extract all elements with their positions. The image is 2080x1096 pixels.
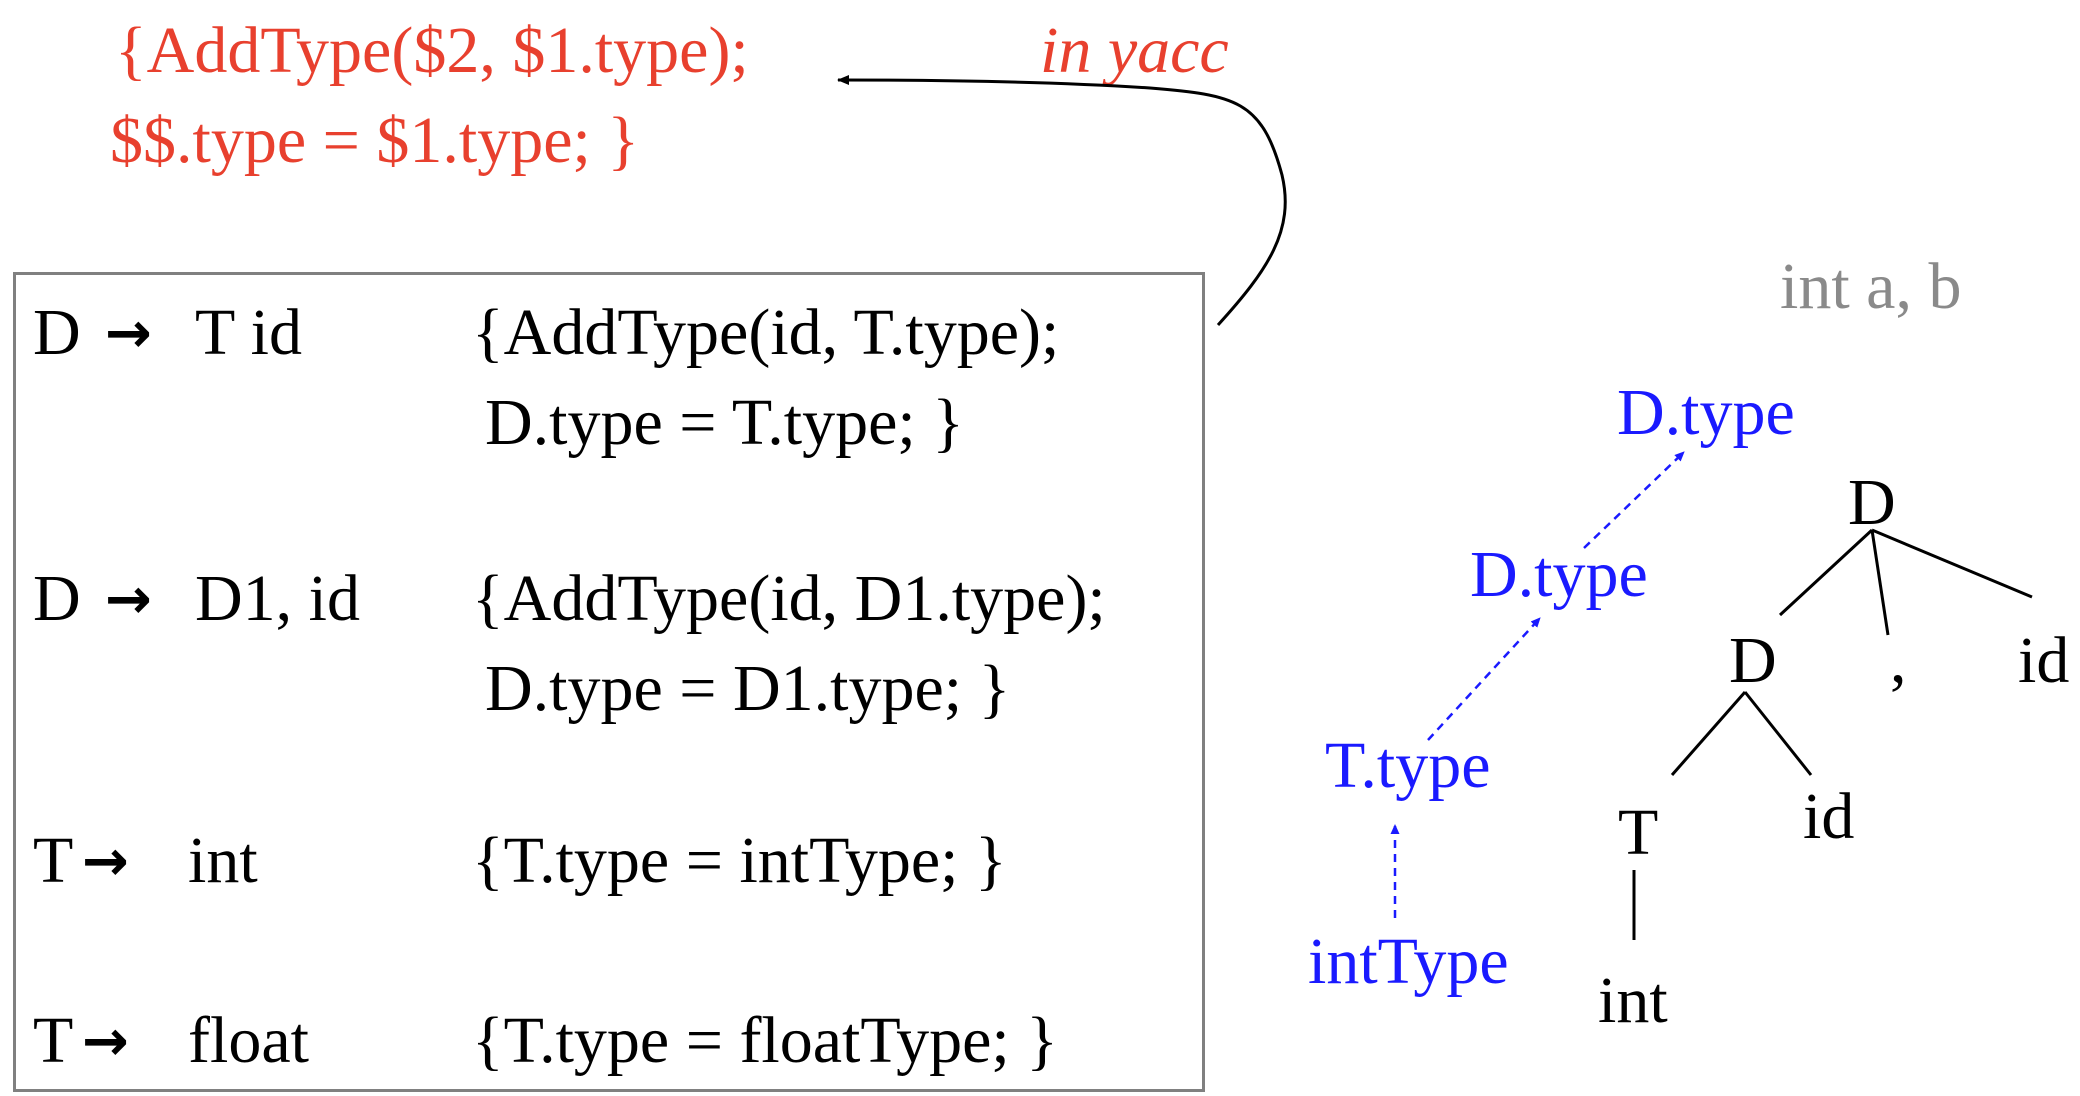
tree-edge-dinner-t xyxy=(1670,691,1747,776)
rule-2-action-line2: D.type = D1.type; } xyxy=(485,652,1011,725)
rule-4-rhs: float xyxy=(188,1004,309,1077)
rule-4-action: {T.type = floatType; } xyxy=(472,1004,1058,1077)
rule-1-arrow-icon: → xyxy=(105,301,152,366)
attr-d-type-top: D.type xyxy=(1617,376,1795,449)
attr-flow-dmid-to-dtop xyxy=(1583,451,1685,549)
yacc-action-line2: $$.type = $1.type; } xyxy=(110,104,639,177)
example-input: int a, b xyxy=(1780,250,1962,323)
rule-3-action: {T.type = intType; } xyxy=(472,824,1007,897)
rule-3-lhs: T xyxy=(33,824,74,897)
rule-2-lhs: D xyxy=(33,562,81,635)
tree-edge-root-id xyxy=(1871,528,2033,599)
tree-node-id-top: id xyxy=(2018,624,2070,697)
rule-2-action-line1: {AddType(id, D1.type); xyxy=(472,562,1106,635)
rule-4-arrow-icon: → xyxy=(82,1009,129,1074)
tree-edge-dinner-id xyxy=(1743,691,1813,776)
rule-1-lhs: D xyxy=(33,296,81,369)
tree-node-d-root: D xyxy=(1848,466,1896,539)
attr-flow-t-to-dmid xyxy=(1427,617,1541,741)
rule-3-arrow-icon: → xyxy=(82,829,129,894)
yacc-action-line1: {AddType($2, $1.type); xyxy=(115,14,749,87)
yacc-link-arrow xyxy=(837,75,1287,327)
tree-node-t: T xyxy=(1618,796,1659,869)
rule-2-rhs: D1, id xyxy=(195,562,360,635)
rule-1-action-line1: {AddType(id, T.type); xyxy=(472,296,1060,369)
rule-1-action-line2: D.type = T.type; } xyxy=(485,386,964,459)
rule-3-rhs: int xyxy=(188,824,258,897)
attr-int-type: intType xyxy=(1308,925,1509,998)
rules-box xyxy=(13,272,1205,1092)
in-yacc-label: in yacc xyxy=(1040,14,1229,87)
rule-2-arrow-icon: → xyxy=(105,567,152,632)
tree-node-id-inner: id xyxy=(1803,780,1855,853)
tree-node-d-inner: D xyxy=(1729,624,1777,697)
tree-node-int-leaf: int xyxy=(1598,964,1668,1037)
tree-edge-root-dinner xyxy=(1778,528,1874,617)
rule-1-rhs: T id xyxy=(195,296,302,369)
tree-node-comma: , xyxy=(1890,624,1907,697)
attr-d-type-mid: D.type xyxy=(1470,538,1648,611)
tree-edge-root-comma xyxy=(1870,529,1890,636)
attr-t-type: T.type xyxy=(1325,729,1491,802)
rule-4-lhs: T xyxy=(33,1004,74,1077)
